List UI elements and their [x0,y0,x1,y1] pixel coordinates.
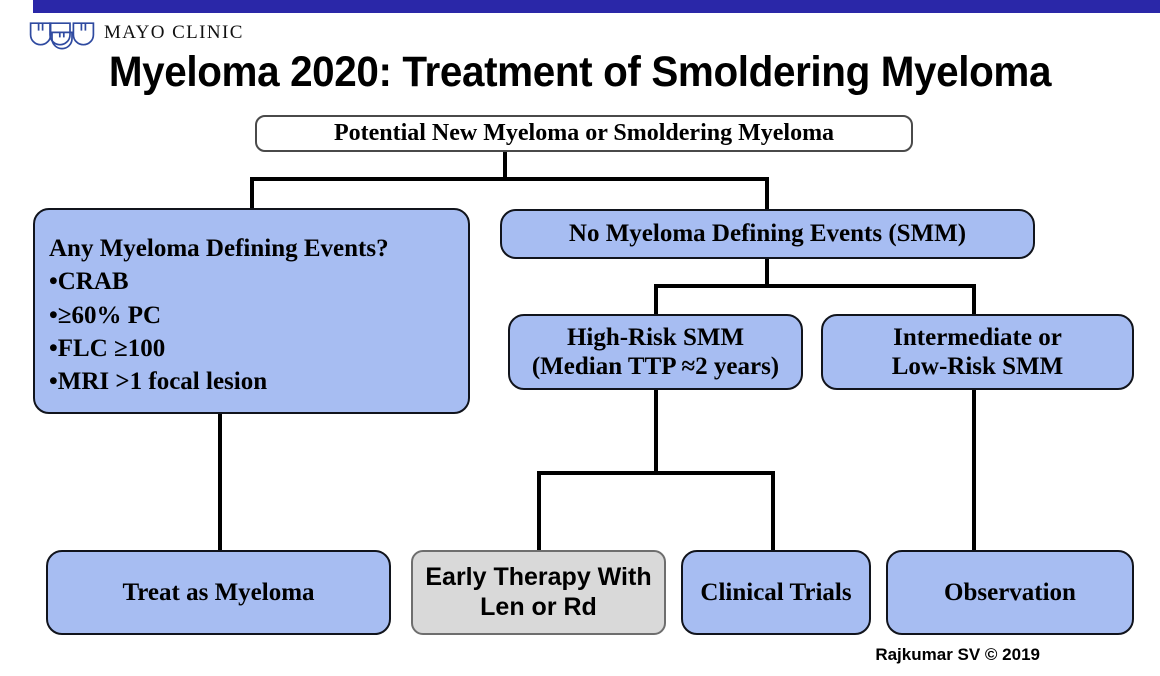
node-early-therapy-len-rd[interactable]: Early Therapy With Len or Rd [411,550,666,635]
node-myeloma-defining-events[interactable]: Any Myeloma Defining Events? •CRAB •≥60%… [33,208,470,414]
mayo-clinic-wordmark: MAYO CLINIC [104,22,244,43]
connector-to-early-therapy [537,471,541,550]
connector-high-risk-stem [654,390,658,474]
node-high-risk-smm[interactable]: High-Risk SMM (Median TTP ≈2 years) [508,314,803,390]
node-intermediate-low-risk-smm[interactable]: Intermediate or Low-Risk SMM [821,314,1134,390]
node-no-myeloma-defining-events[interactable]: No Myeloma Defining Events (SMM) [500,209,1035,259]
mde-bullet-crab: •CRAB [49,268,129,296]
connector-mde-to-treat [218,414,222,550]
author-credit: Rajkumar SV © 2019 [875,645,1040,664]
connector-smm-bar [654,284,976,288]
mayo-three-shields-icon [29,22,95,50]
connector-root-stem [503,152,507,180]
connector-high-risk-bar [537,471,775,475]
mde-bullet-pc: •≥60% PC [49,301,162,329]
header-accent-bar [33,0,1160,13]
int-low-risk-line2: Low-Risk SMM [891,353,1064,380]
node-clinical-trials[interactable]: Clinical Trials [681,550,871,635]
mde-bullet-flc: •FLC ≥100 [49,334,166,362]
node-potential-new-myeloma[interactable]: Potential New Myeloma or Smoldering Myel… [255,115,913,152]
mayo-clinic-logo: MAYO CLINIC [28,20,278,50]
high-risk-line2: (Median TTP ≈2 years) [531,353,780,380]
high-risk-line1: High-Risk SMM [566,323,745,351]
connector-to-clinical-trials [771,471,775,550]
early-therapy-line1: Early Therapy With [425,563,652,591]
page-title: Myeloma 2020: Treatment of Smoldering My… [108,48,1052,96]
connector-root-bar [250,177,769,181]
connector-to-mde [250,177,254,208]
int-low-risk-line1: Intermediate or [893,323,1062,351]
mde-bullet-mri: •MRI >1 focal lesion [49,368,268,395]
connector-to-high-risk [654,284,658,314]
mde-heading: Any Myeloma Defining Events? [49,235,389,262]
node-treat-as-myeloma[interactable]: Treat as Myeloma [46,550,391,635]
early-therapy-line2: Len or Rd [480,592,597,621]
connector-to-no-mde [765,177,769,209]
connector-smm-stem [765,259,769,287]
node-observation[interactable]: Observation [886,550,1134,635]
connector-to-int-low-risk [972,284,976,314]
connector-to-observation [972,390,976,550]
